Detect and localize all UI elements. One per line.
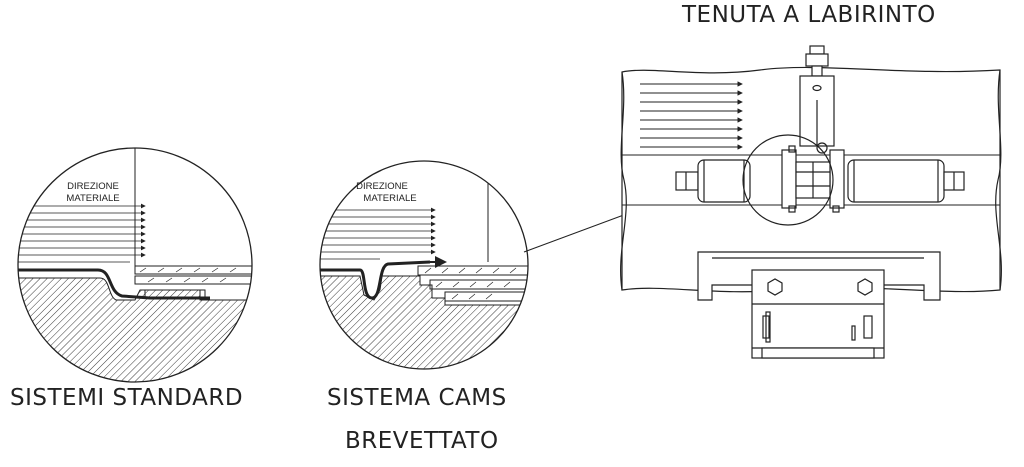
caption-labyrinth-seal: TENUTA A LABIRINTO [682, 2, 936, 28]
cams-direction-label: DIREZIONE [356, 181, 408, 192]
caption-standard-system: SISTEMI STANDARD [10, 385, 243, 411]
labyrinth-assembly [621, 46, 1002, 358]
flow-lines [15, 206, 145, 262]
standard-direction-label: DIREZIONE [67, 181, 119, 192]
caption-cams-system-line1: SISTEMA CAMS [327, 385, 507, 411]
standard-material-label: MATERIALE [66, 193, 119, 204]
cams-material-label: MATERIALE [363, 193, 416, 204]
flow-lines-cams [318, 210, 435, 259]
caption-cams-system-line2: BREVETTATO [345, 428, 499, 454]
standard-detail-circle [15, 145, 260, 390]
